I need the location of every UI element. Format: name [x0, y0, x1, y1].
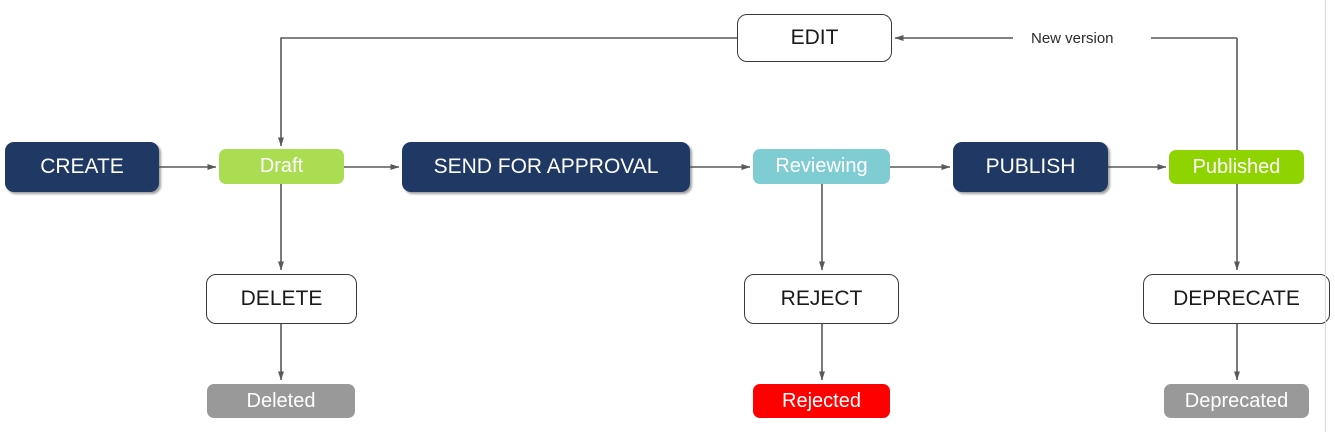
- node-create[interactable]: CREATE: [5, 142, 159, 192]
- node-published[interactable]: Published: [1169, 150, 1304, 184]
- node-deleted[interactable]: Deleted: [207, 384, 355, 418]
- node-publish[interactable]: PUBLISH: [953, 142, 1108, 192]
- node-deprecated[interactable]: Deprecated: [1164, 384, 1309, 418]
- edge-edit-to-draft: [277, 37, 737, 147]
- node-delete[interactable]: DELETE: [206, 274, 357, 324]
- edge-label-new-version: New version: [1026, 31, 1119, 46]
- node-edit[interactable]: EDIT: [737, 14, 892, 62]
- node-deprecate[interactable]: DEPRECATE: [1143, 274, 1330, 324]
- node-rejected[interactable]: Rejected: [753, 384, 890, 418]
- node-send-for-approval[interactable]: SEND FOR APPROVAL: [402, 142, 690, 192]
- node-reject[interactable]: REJECT: [744, 274, 899, 324]
- node-draft[interactable]: Draft: [219, 149, 344, 184]
- node-reviewing[interactable]: Reviewing: [753, 149, 890, 184]
- canvas-right-border: [1325, 0, 1326, 432]
